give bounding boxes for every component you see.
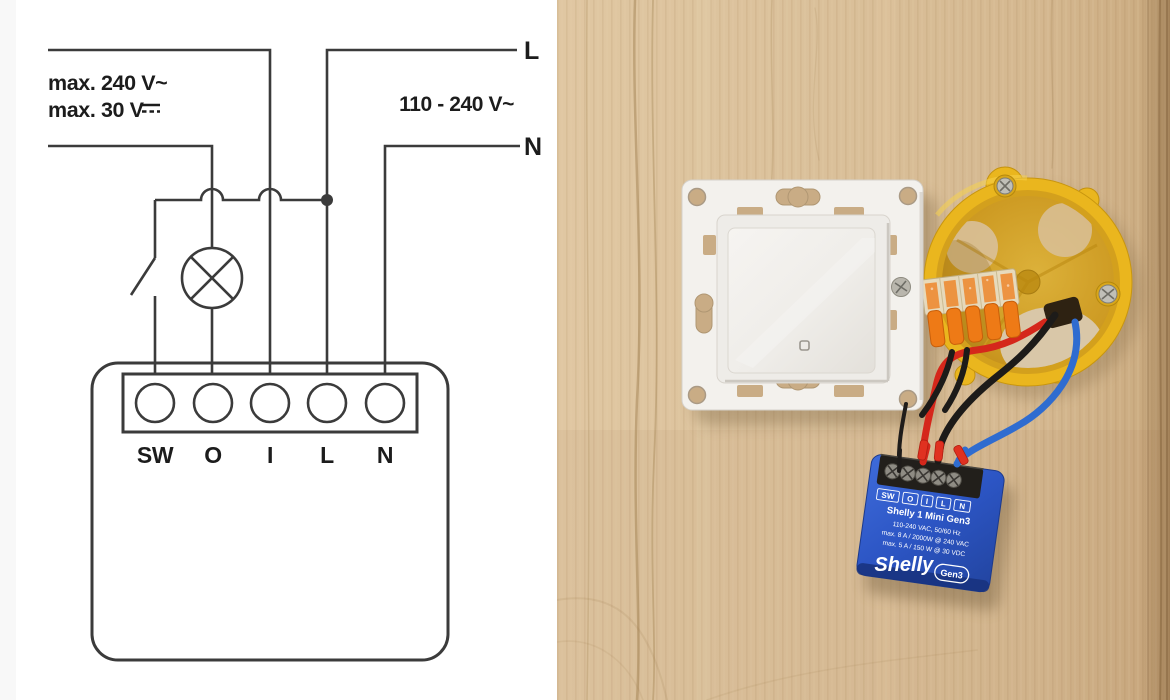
shelly-terminal-o: O [906,494,913,504]
shelly-terminal-labels: SW O I L N [881,491,966,512]
wire-blue-neutral [955,318,1081,464]
bezel-shade [725,223,890,383]
rocker-sheen [735,238,875,368]
wiring-diagram: max. 240 V~ max. 30 V 110 - 240 V~ L N S… [48,37,542,662]
lamp-symbol [180,246,244,310]
ferrule-icon [933,440,945,462]
shelly-badge-label: Gen3 [940,568,964,581]
ferrule-icon [953,444,969,466]
wago-sparkle [930,278,1010,291]
plate-corner-holes [687,186,918,409]
label-max-ac: max. 240 V~ [48,71,167,95]
terminal-label-l: L [320,442,334,468]
label-line-n: N [524,133,542,161]
wago-connector [920,268,1021,348]
wire-load-to-I [48,48,272,374]
terminal-screw-icon [915,467,932,484]
label-supply-voltage: 110 - 240 V~ [399,93,514,116]
shelly-terminal-sw: SW [881,491,895,502]
wire-neutral-to-N [383,144,520,374]
panel-edge-strip [0,0,16,700]
terminal-circle-o [192,382,234,424]
shelly-bottom-edge [856,563,990,593]
wire-load-to-lamp [48,144,214,248]
terminal-screw-icon [945,471,962,488]
box-knockout-2 [1038,203,1092,257]
terminal-label-sw: SW [137,442,174,468]
wago-lever [983,303,1002,341]
wire-black-stub-2 [942,347,970,413]
label-line-l: L [524,37,539,65]
terminal-circle-n [364,382,406,424]
shelly-terminal-i: I [925,497,928,506]
plate-hole-icon [687,385,707,405]
box-knockout-1 [946,221,998,273]
wire-switch-tip [897,448,902,473]
wiring-diagram-panel: max. 240 V~ max. 30 V 110 - 240 V~ L N S… [0,0,557,700]
shelly-device: SW O I L N Shelly 1 Mini Gen3 110-240 VA… [856,453,1005,593]
terminal-circle-sw [134,382,176,424]
junction-dot [321,194,333,206]
wire-live-to-L [325,48,517,374]
lamp-circle [180,246,244,310]
shelly-gen3-badge: Gen3 [934,563,970,584]
terminal-circle-i [249,382,291,424]
terminal-label-i: I [267,442,273,468]
shelly-terminal-n: N [959,502,966,512]
terminal-label-o: O [204,442,222,468]
light-switch-plate [681,179,924,411]
installation-photo: SW O I L N Shelly 1 Mini Gen3 110-240 VA… [557,0,1170,700]
lamp-cross [189,255,235,301]
box-rim-highlight [935,175,1028,217]
terminal-label-n: N [377,442,393,468]
dc-symbol-icon [142,103,160,113]
plate-screw [891,277,911,297]
rocker-indicator-icon [799,340,810,351]
installation-photo-panel: SW O I L N Shelly 1 Mini Gen3 110-240 VA… [557,0,1170,700]
shelly-terminal-screws [884,463,962,488]
plate-hole-icon [898,389,918,409]
switch-blade [129,257,157,296]
terminal-screw-icon [930,469,947,486]
wood-grain-lines [557,0,1055,700]
switch-symbol [129,200,157,374]
label-max-dc: max. 30 V [48,98,145,122]
wire-switch-to-junction [155,187,324,202]
box-screw-right [1095,281,1121,307]
shelly-terminal-label-boxes [876,488,972,513]
wire-black-stub-1 [919,349,955,418]
shelly-logo: Shelly [874,554,934,576]
switch-rocker[interactable] [727,227,876,374]
wago-levers [927,300,1021,348]
wire-black-live [935,311,1059,454]
plate-hole-icon [898,186,918,206]
device-outline [90,361,450,662]
shelly-terminal-l: L [940,499,946,509]
wago-lever [946,307,965,345]
wago-lever [964,305,984,343]
ferrule-icon [917,439,929,461]
wago-cell-dividers [939,270,1002,314]
terminal-strip [121,372,419,434]
wago-lever [927,309,946,348]
wago-drop-wires [919,347,970,418]
wood-grain-right [1147,0,1168,700]
plate-hole-icon [687,187,707,207]
wago-lever [1002,300,1021,338]
terminal-circle-l [306,382,348,424]
box-screw-top [993,174,1017,198]
wire-ferrules [917,439,969,466]
